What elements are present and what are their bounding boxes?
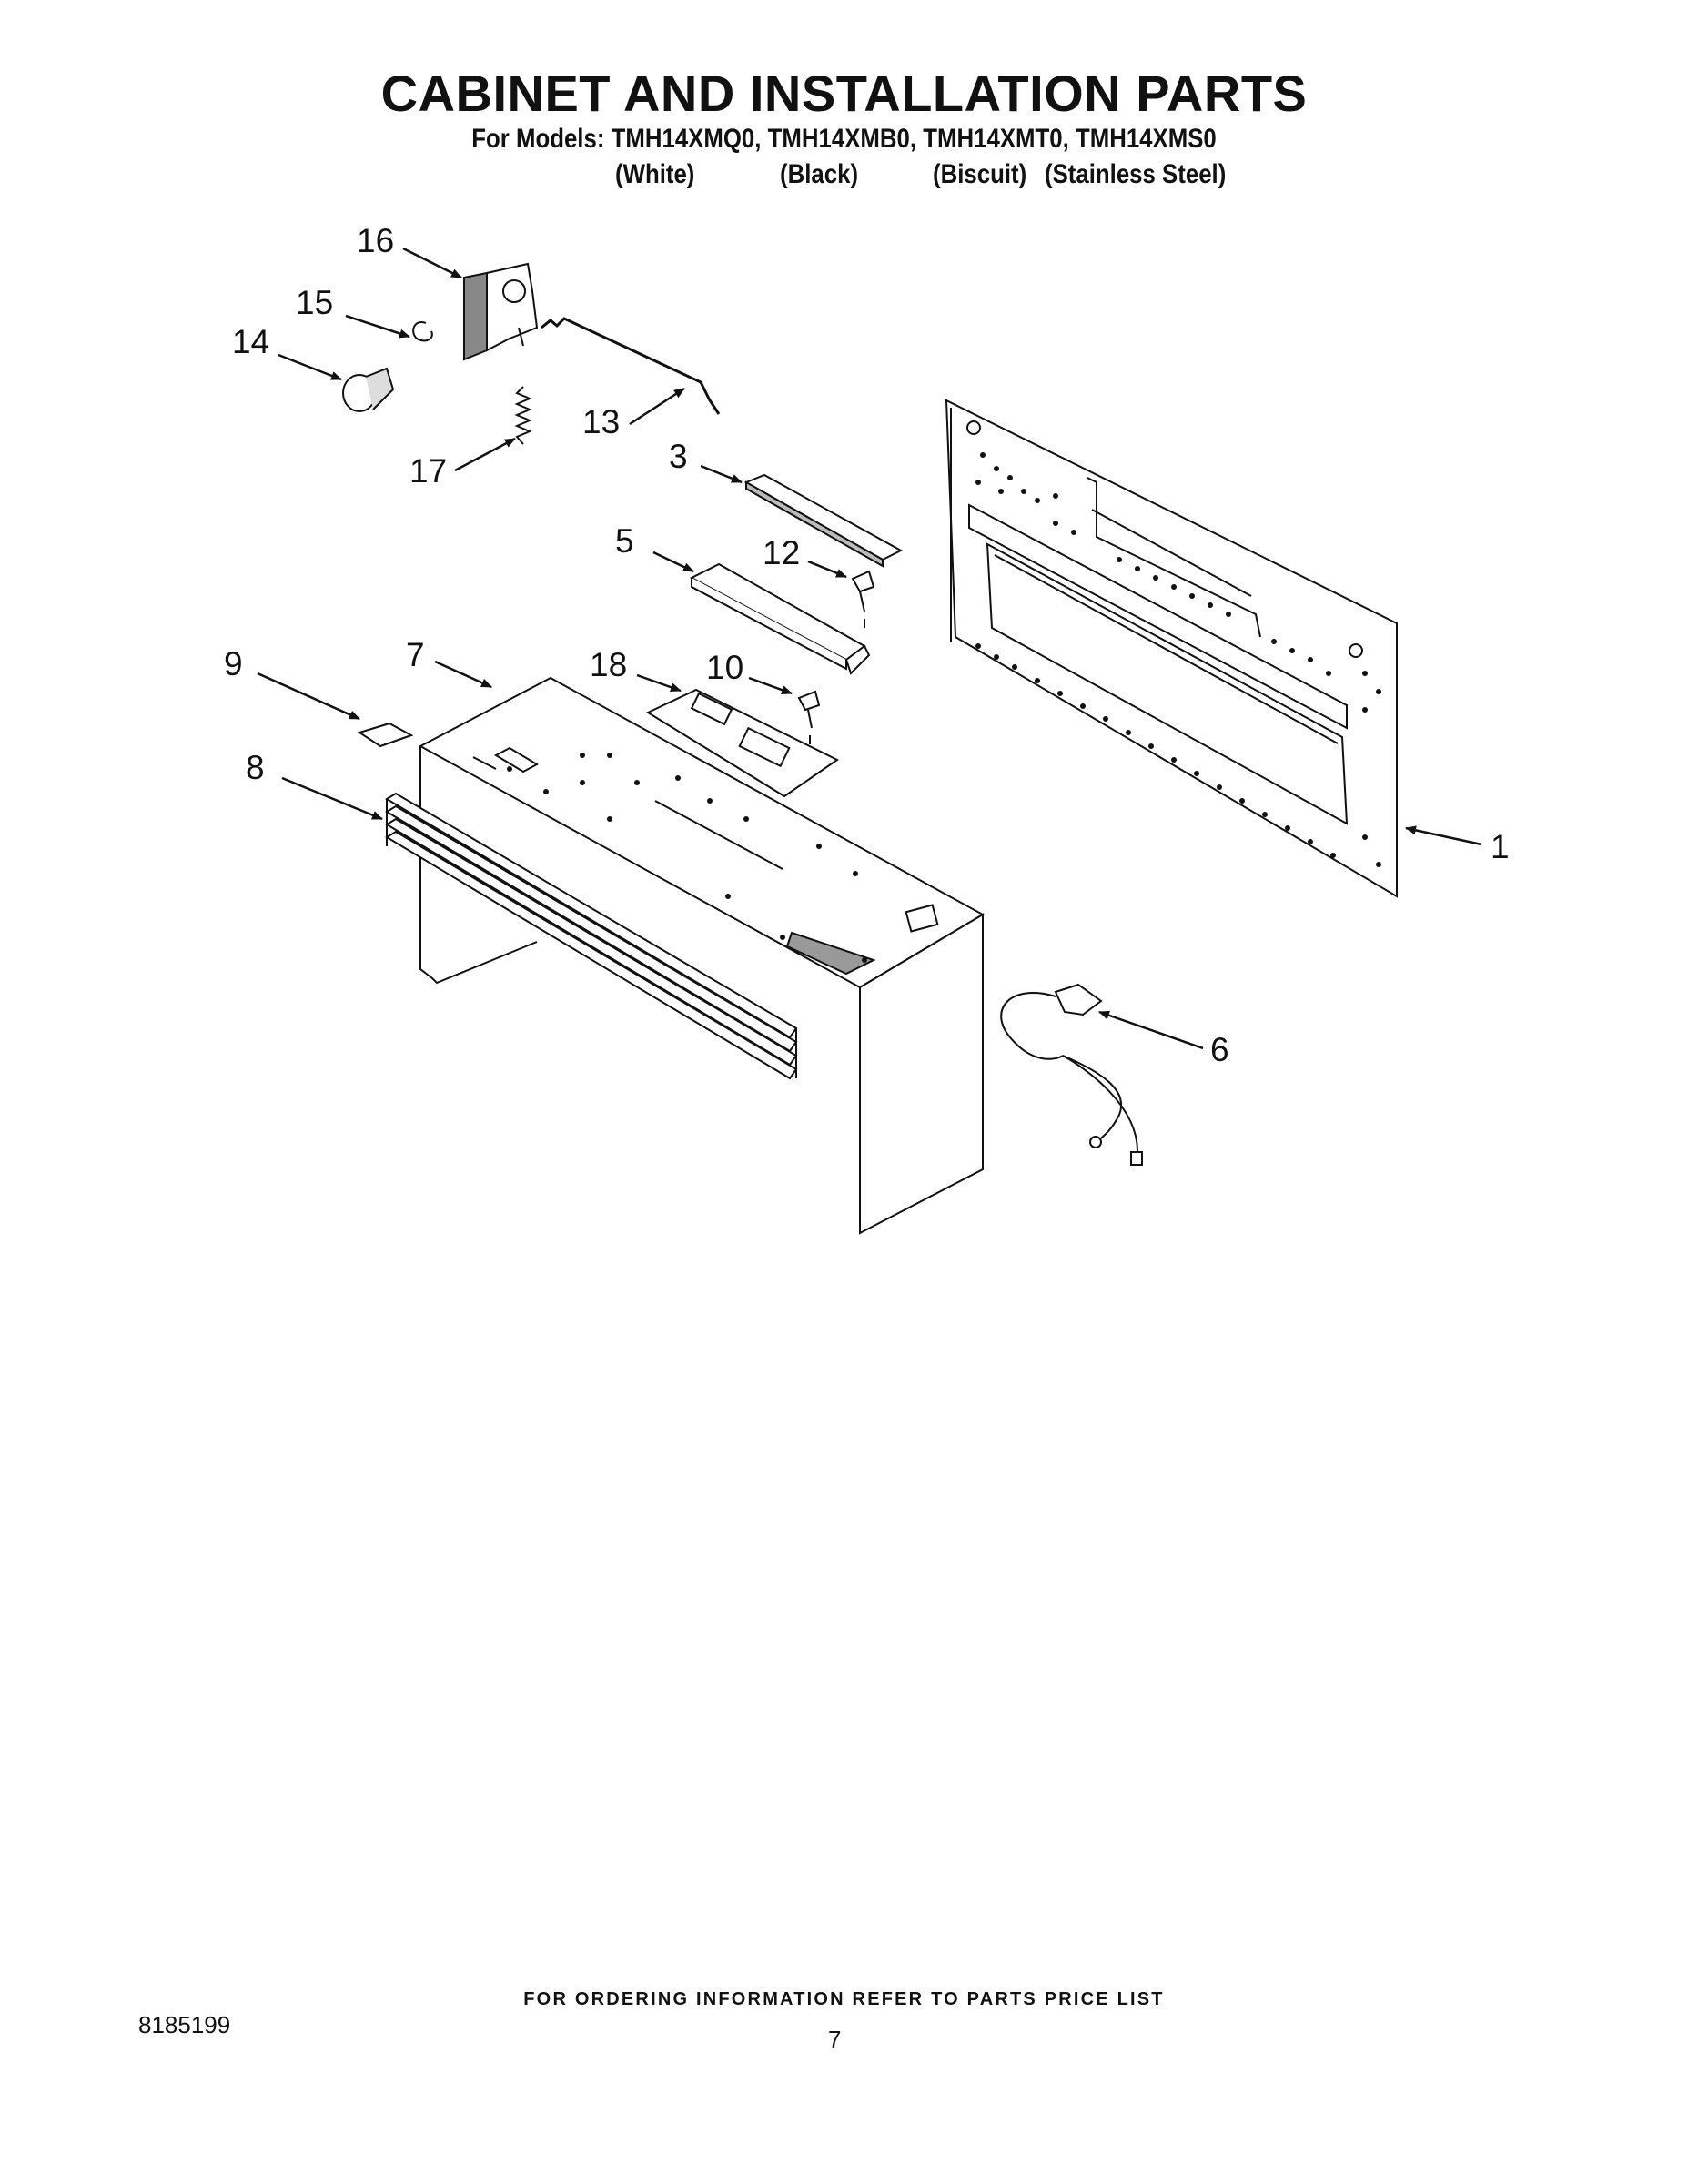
models-line: For Models: TMH14XMQ0, TMH14XMB0, TMH14X…: [471, 124, 1217, 154]
callout-16: 16: [357, 222, 394, 259]
callout-7: 7: [406, 636, 425, 673]
callout-9: 9: [224, 645, 243, 682]
plate-part-18: [645, 688, 839, 798]
callout-14: 14: [232, 323, 269, 360]
screw-part-10: [797, 690, 821, 744]
footer-note: FOR ORDERING INFORMATION REFER TO PARTS …: [523, 1989, 1165, 2009]
clip-part-9: [357, 722, 414, 748]
color-stainless-steel: (Stainless Steel): [1045, 159, 1227, 189]
callout-6: 6: [1210, 1031, 1229, 1068]
clip-part-15: [412, 321, 433, 342]
color-biscuit: (Biscuit): [933, 159, 1027, 189]
power-cord-part-6: [1000, 983, 1143, 1166]
callout-5: 5: [615, 522, 634, 560]
leader-arrows: [257, 247, 1482, 1050]
document-number: 8185199: [138, 2011, 231, 2038]
color-black: (Black): [780, 159, 859, 189]
callout-10: 10: [706, 649, 743, 686]
callout-17: 17: [409, 452, 447, 490]
callout-18: 18: [590, 646, 627, 683]
grille-part-8: [385, 792, 798, 1080]
callout-13: 13: [582, 403, 620, 440]
callout-3: 3: [669, 438, 688, 475]
page-title: CABINET AND INSTALLATION PARTS: [380, 65, 1308, 122]
callout-8: 8: [246, 749, 265, 786]
spring-part-17: [514, 386, 532, 445]
callout-1: 1: [1491, 828, 1510, 865]
page-number: 7: [828, 2026, 842, 2053]
channel-part-5: [689, 562, 871, 675]
knob-part-14: [342, 367, 395, 412]
back-panel-part-1: [945, 399, 1398, 898]
screw-part-12: [851, 570, 875, 628]
cabinet-part-7: [418, 676, 986, 1235]
callout-12: 12: [763, 534, 800, 571]
hinge-bracket-part-16: [463, 262, 539, 361]
plate-part-3: [743, 473, 904, 568]
callout-15: 15: [296, 284, 333, 321]
color-white: (White): [615, 159, 695, 189]
rod-part-13: [541, 317, 721, 415]
